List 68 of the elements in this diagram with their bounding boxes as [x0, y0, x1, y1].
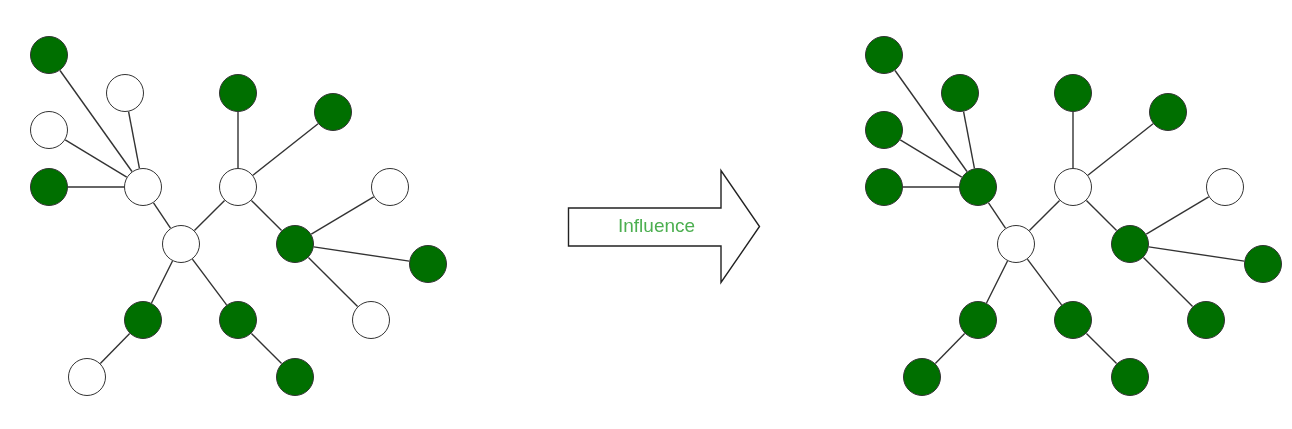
connector-line	[934, 332, 966, 365]
circle-node	[409, 245, 447, 283]
connector-line	[1028, 199, 1061, 232]
circle-node	[1054, 74, 1092, 112]
circle-node	[219, 74, 257, 112]
circle-node	[1206, 168, 1244, 206]
circle-node	[219, 301, 257, 339]
connector-line	[250, 332, 283, 365]
circle-node	[124, 301, 162, 339]
circle-node	[959, 301, 997, 339]
connector-line	[902, 186, 960, 188]
connector-line	[152, 202, 172, 229]
connector-line	[99, 332, 131, 365]
connector-line	[985, 260, 1009, 304]
circle-node	[162, 225, 200, 263]
connector-line	[1145, 196, 1210, 235]
connector-line	[1085, 332, 1118, 365]
circle-node	[903, 358, 941, 396]
circle-node	[276, 358, 314, 396]
circle-node	[371, 168, 409, 206]
block-arrow	[568, 170, 760, 283]
circle-node	[276, 225, 314, 263]
connector-line	[1148, 246, 1245, 262]
circle-node	[1111, 358, 1149, 396]
connector-line	[1087, 123, 1154, 176]
connector-line	[894, 69, 968, 173]
connector-line	[64, 139, 128, 178]
circle-node	[865, 111, 903, 149]
connector-line	[67, 186, 125, 188]
connector-line	[1085, 199, 1118, 232]
circle-node	[997, 225, 1035, 263]
connector-line	[1026, 258, 1063, 306]
connector-line	[313, 246, 410, 262]
circle-node	[1111, 225, 1149, 263]
circle-node	[1149, 93, 1187, 131]
circle-node	[1054, 168, 1092, 206]
connector-line	[1142, 256, 1194, 308]
circle-node	[106, 74, 144, 112]
connector-line	[1072, 111, 1074, 169]
connector-line	[252, 123, 319, 176]
circle-node	[1054, 301, 1092, 339]
connector-line	[962, 110, 976, 170]
connector-line	[127, 110, 141, 170]
connector-line	[191, 258, 228, 306]
circle-node	[30, 36, 68, 74]
circle-node	[124, 168, 162, 206]
connector-line	[899, 139, 963, 178]
connector-line	[250, 199, 283, 232]
circle-node	[30, 168, 68, 206]
connector-line	[59, 69, 133, 173]
circle-node	[68, 358, 106, 396]
circle-node	[30, 111, 68, 149]
circle-node	[314, 93, 352, 131]
circle-node	[941, 74, 979, 112]
connector-line	[193, 199, 226, 232]
connector-line	[307, 256, 359, 308]
connector-line	[310, 196, 375, 235]
circle-node	[865, 168, 903, 206]
circle-node	[1244, 245, 1282, 283]
circle-node	[1187, 301, 1225, 339]
connector-line	[150, 260, 174, 304]
circle-node	[219, 168, 257, 206]
circle-node	[959, 168, 997, 206]
arrow-label: Influence	[618, 215, 696, 237]
connector-line	[987, 202, 1007, 229]
connector-line	[237, 111, 239, 169]
circle-node	[865, 36, 903, 74]
circle-node	[352, 301, 390, 339]
